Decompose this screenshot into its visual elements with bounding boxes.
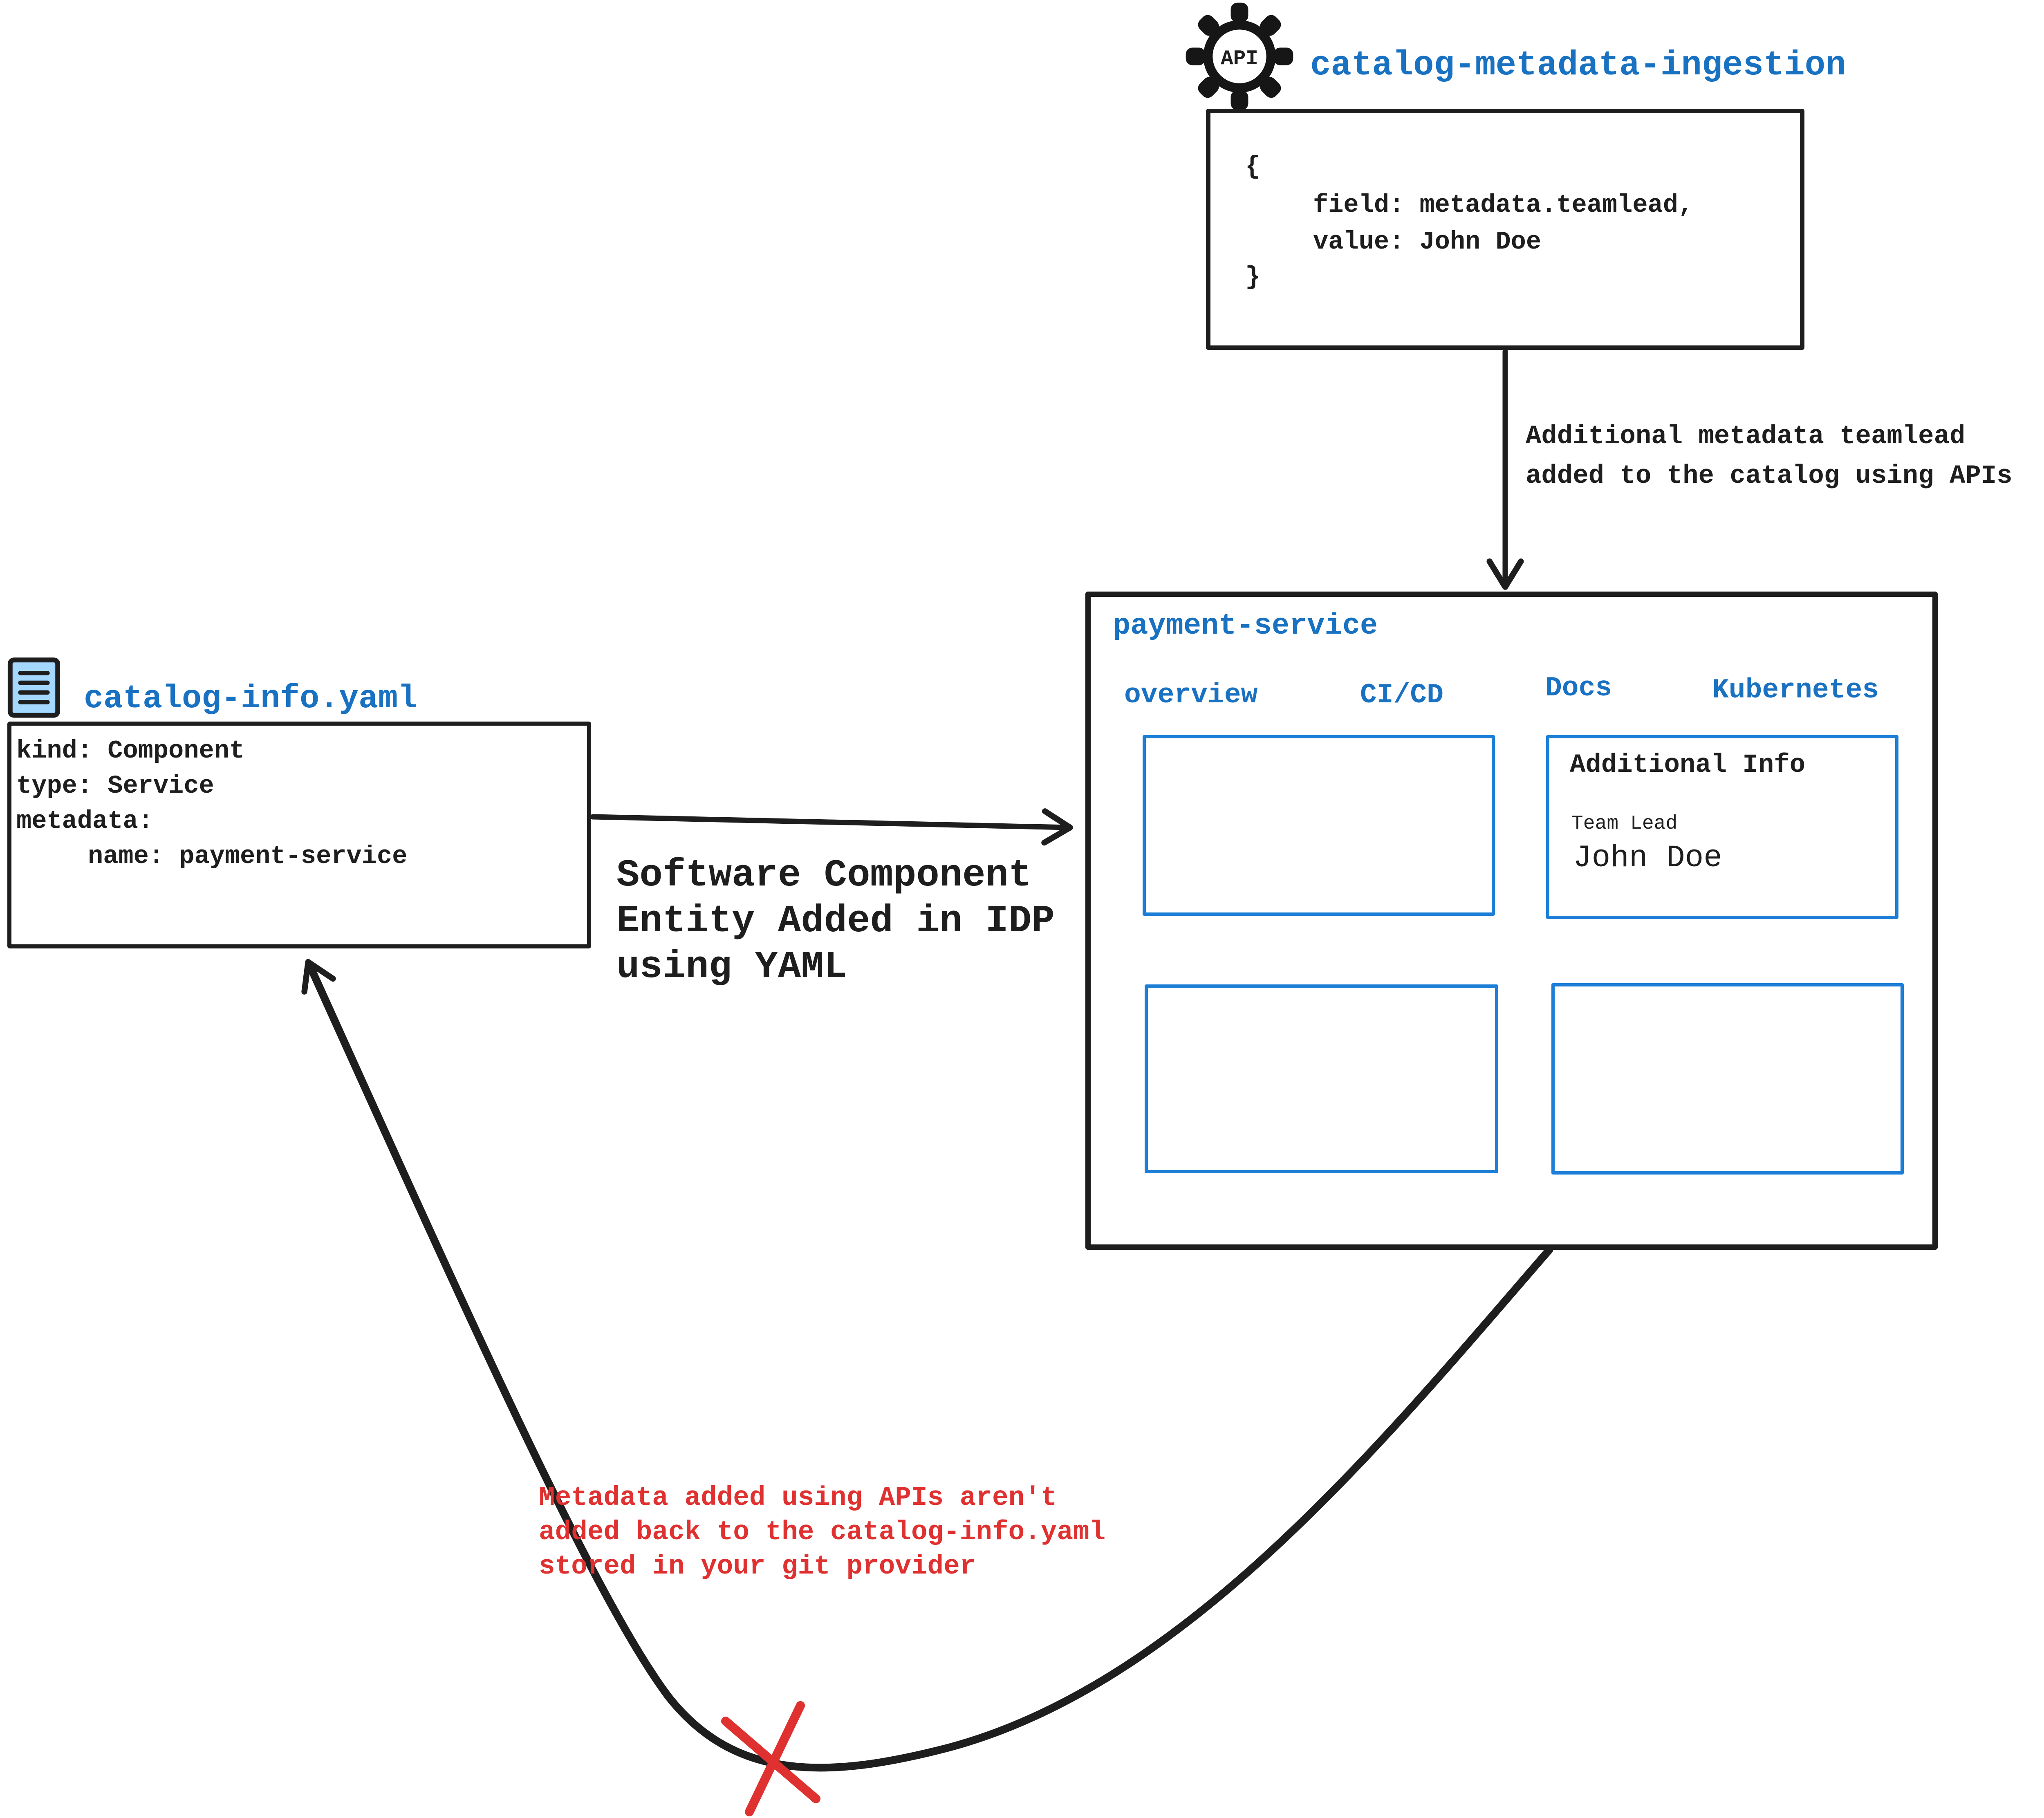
- yaml-arrow-note: Software Component Entity Added in IDP u…: [616, 853, 1055, 990]
- overview-content-panel: [1143, 735, 1495, 916]
- yaml-line-kind: kind: Component: [16, 736, 245, 765]
- yaml-line-type: type: Service: [16, 771, 214, 800]
- tab-overview[interactable]: overview: [1124, 679, 1258, 711]
- yaml-file-icon: [7, 657, 61, 718]
- catalog-yaml-box: [7, 722, 591, 948]
- warning-note-line1: Metadata added using APIs aren't: [539, 1482, 1057, 1513]
- api-icon-label: API: [1221, 47, 1258, 71]
- api-arrow-note-line1: Additional metadata teamlead: [1526, 422, 1966, 451]
- yaml-line-name: name: payment-service: [88, 842, 408, 871]
- api-arrow-note: Additional metadata teamlead added to th…: [1526, 417, 2013, 496]
- api-gear-icon: API: [1186, 2, 1293, 110]
- additional-info-panel: [1546, 735, 1898, 919]
- tab-cicd[interactable]: CI/CD: [1360, 679, 1444, 711]
- ingestion-code-open: {: [1245, 152, 1261, 181]
- yaml-line-metadata: metadata:: [16, 807, 153, 836]
- yaml-arrow-note-line1: Software Component: [616, 854, 1032, 897]
- bottom-left-panel: [1145, 984, 1498, 1173]
- tab-docs[interactable]: Docs: [1545, 673, 1612, 704]
- additional-info-heading: Additional Info: [1570, 751, 1806, 780]
- yaml-to-idp-arrow: [590, 808, 1073, 846]
- yaml-arrow-note-line3: using YAML: [616, 946, 847, 989]
- bottom-right-panel: [1551, 983, 1904, 1175]
- ingestion-code-value: value: John Doe: [1313, 227, 1542, 256]
- ingestion-code-box: [1206, 109, 1804, 350]
- warning-note-line2: added back to the catalog-info.yaml: [539, 1517, 1106, 1547]
- api-arrow-note-line2: added to the catalog using APIs: [1526, 462, 2013, 491]
- team-lead-label: Team Lead: [1571, 813, 1678, 835]
- tab-kubernetes[interactable]: Kubernetes: [1712, 675, 1879, 706]
- warning-note: Metadata added using APIs aren't added b…: [539, 1481, 1105, 1584]
- catalog-yaml-code: kind: Component type: Service metadata: …: [16, 733, 407, 874]
- catalog-file-title: catalog-info.yaml: [84, 680, 418, 717]
- yaml-arrow-note-line2: Entity Added in IDP: [616, 900, 1055, 943]
- team-lead-value: John Doe: [1573, 841, 1722, 876]
- ingestion-code-close: }: [1245, 262, 1261, 291]
- payment-service-title: payment-service: [1113, 609, 1378, 643]
- warning-note-line3: stored in your git provider: [539, 1551, 976, 1582]
- ingestion-code-field: field: metadata.teamlead,: [1313, 191, 1694, 220]
- red-cross-icon: [721, 1701, 820, 1816]
- ingestion-title: catalog-metadata-ingestion: [1310, 46, 1846, 85]
